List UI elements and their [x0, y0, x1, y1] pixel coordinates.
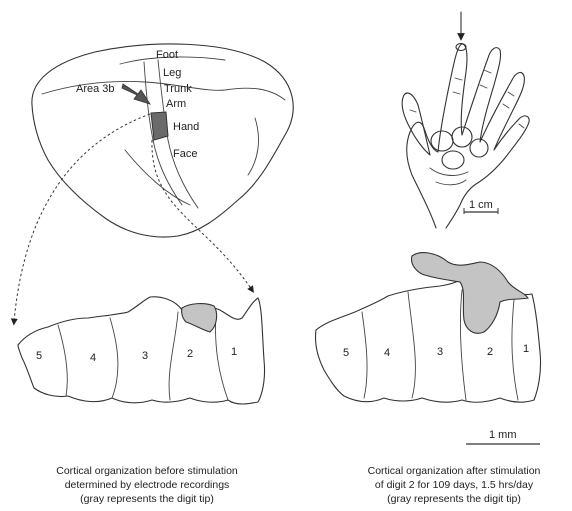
caption-after: Cortical organization after stimulation … [368, 465, 541, 505]
region-label-trunk: Trunk [164, 83, 192, 95]
before-digit-label-4: 4 [90, 352, 96, 364]
before-border-4-3 [110, 318, 118, 398]
after-digit-label-1: 1 [523, 343, 529, 355]
brain-drawing: Foot Leg Trunk Arm Hand Face Area 3b [32, 44, 293, 237]
connector-right [152, 140, 252, 290]
after-border-4-3 [408, 292, 415, 398]
region-label-hand: Hand [173, 121, 199, 133]
hand-scale-label: 1 cm [469, 199, 493, 211]
caption-before-line-2: determined by electrode recordings [65, 479, 230, 491]
region-label-arm: Arm [166, 98, 186, 110]
after-digit-label-5: 5 [343, 347, 349, 359]
caption-before: Cortical organization before stimulation… [56, 465, 238, 505]
caption-after-line-2: of digit 2 for 109 days, 1.5 hrs/day [375, 479, 534, 491]
region-label-face: Face [173, 148, 197, 160]
caption-before-line-3: (gray represents the digit tip) [80, 493, 214, 505]
after-digit-label-2: 2 [487, 346, 493, 358]
hand-region-marker [151, 112, 168, 140]
before-border-5-4 [58, 325, 67, 396]
hand-drawing: 1 cm [402, 12, 529, 228]
palm-pad-1 [431, 131, 453, 151]
cortex-map-before: 5 4 3 2 1 [18, 297, 265, 404]
before-digit-label-3: 3 [142, 350, 148, 362]
caption-before-line-1: Cortical organization before stimulation [56, 465, 238, 477]
before-digit-label-2: 2 [187, 348, 193, 360]
caption-after-line-1: Cortical organization after stimulation [368, 465, 541, 477]
after-border-2-1 [512, 300, 518, 400]
brain-fold-right [248, 118, 259, 175]
before-border-2-1 [216, 312, 229, 400]
region-label-leg: Leg [163, 67, 181, 79]
palm-pad-3 [470, 139, 488, 157]
after-border-5-4 [362, 312, 367, 398]
area-label: Area 3b [76, 83, 115, 95]
after-digit-tip-area [411, 253, 528, 334]
before-border-3-2 [169, 312, 178, 400]
connector-left [14, 114, 150, 322]
palm-pad-4 [442, 151, 464, 169]
palm-crease-2 [436, 180, 466, 185]
after-digit-label-4: 4 [384, 347, 390, 359]
region-label-foot: Foot [156, 49, 178, 61]
before-digit-label-5: 5 [36, 350, 42, 362]
after-digit-label-3: 3 [437, 346, 443, 358]
before-digit-tip-area [182, 304, 217, 332]
palm-crease-1 [430, 168, 468, 175]
cortex-scale-label: 1 mm [489, 429, 517, 441]
before-digit-label-1: 1 [231, 346, 237, 358]
cortex-map-after: 5 4 3 2 1 1 mm [315, 253, 540, 444]
caption-after-line-3: (gray represents the digit tip) [387, 493, 521, 505]
